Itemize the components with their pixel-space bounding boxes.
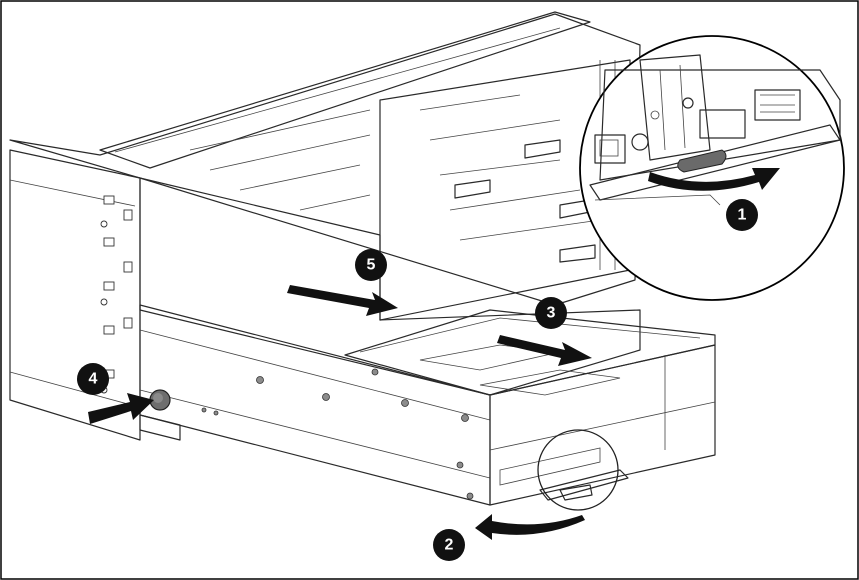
- step-1-callout: 1: [726, 199, 758, 231]
- step-1-label: 1: [738, 207, 747, 224]
- step-2-callout: 2: [433, 529, 465, 561]
- step-2-badge: [433, 529, 465, 561]
- arrow-rotate-lever: [475, 514, 585, 540]
- magnified-lever: [677, 149, 727, 173]
- rail-holes: [100, 195, 133, 394]
- step-4-label: 4: [89, 371, 98, 388]
- magnified-hardware: [589, 54, 841, 206]
- arrow-press-release-button: [88, 393, 154, 424]
- step-1-badge: [726, 199, 758, 231]
- step-3-label: 3: [547, 305, 556, 322]
- step-2-label: 2: [445, 537, 454, 554]
- arrows: [88, 168, 780, 540]
- arrow-push-tray: [497, 335, 592, 366]
- step-4-badge: [77, 363, 109, 395]
- lever-detail-circle: [537, 429, 619, 511]
- arrow-slide-module-out: [287, 285, 398, 316]
- magnifier-circle: [579, 35, 845, 301]
- step-5-label: 5: [367, 257, 376, 274]
- magnified-lever-detail: [579, 35, 845, 301]
- arrow-rotate-latch: [648, 168, 780, 191]
- step-3-badge: [535, 297, 567, 329]
- step-4-callout: 4: [77, 363, 109, 395]
- screws: [201, 368, 474, 500]
- step-5-callout: 5: [355, 249, 387, 281]
- step-3-callout: 3: [535, 297, 567, 329]
- step-5-badge: [355, 249, 387, 281]
- step-callouts: 1 2 3 4 5: [77, 199, 758, 561]
